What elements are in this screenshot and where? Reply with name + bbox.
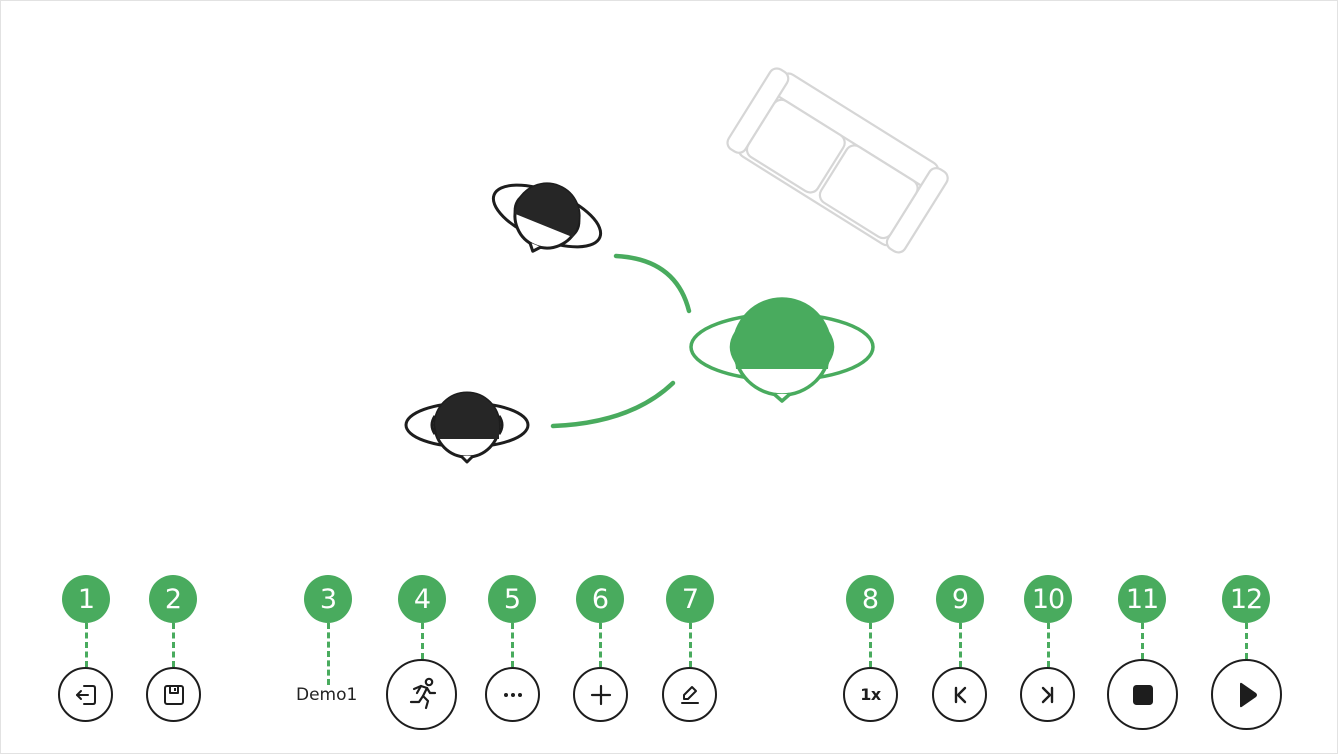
pencil-icon xyxy=(680,685,699,704)
play-button[interactable] xyxy=(1211,659,1282,730)
actor-figure-selected[interactable] xyxy=(689,297,875,403)
callout-leader-11 xyxy=(1140,623,1144,659)
callout-9: 9 xyxy=(936,575,984,623)
callout-leader-6 xyxy=(598,623,602,667)
callout-1: 1 xyxy=(62,575,110,623)
sofa-furniture[interactable] xyxy=(724,64,951,256)
callout-leader-12 xyxy=(1244,623,1248,659)
floppy-disk-icon xyxy=(163,684,184,705)
speed-label: 1x xyxy=(860,685,881,704)
callout-8: 8 xyxy=(846,575,894,623)
callout-leader-1 xyxy=(84,623,88,667)
callout-6: 6 xyxy=(576,575,624,623)
more-dots-icon xyxy=(503,692,522,697)
callout-5: 5 xyxy=(488,575,536,623)
callout-leader-5 xyxy=(510,623,514,667)
speed-button[interactable]: 1x xyxy=(843,667,898,722)
callout-leader-9 xyxy=(958,623,962,667)
skip-to-end-button[interactable] xyxy=(1020,667,1075,722)
scene-name-label: Demo1 xyxy=(296,685,358,705)
skip-to-start-icon xyxy=(954,686,966,703)
stage-canvas xyxy=(404,64,951,464)
callout-2: 2 xyxy=(149,575,197,623)
save-button[interactable] xyxy=(146,667,201,722)
running-person-icon xyxy=(409,677,436,709)
exit-icon xyxy=(75,684,96,705)
exit-button[interactable] xyxy=(58,667,113,722)
callout-leader-4 xyxy=(420,623,424,659)
callout-7: 7 xyxy=(666,575,714,623)
callout-leader-3 xyxy=(326,623,330,685)
actor-figure-lower[interactable] xyxy=(404,391,530,464)
actor-figure-upper[interactable] xyxy=(480,165,612,273)
callout-leader-2 xyxy=(171,623,175,667)
callout-3: 3 xyxy=(304,575,352,623)
callout-11: 11 xyxy=(1118,575,1166,623)
stop-button[interactable] xyxy=(1107,659,1178,730)
callout-10: 10 xyxy=(1024,575,1072,623)
skip-to-start-button[interactable] xyxy=(932,667,987,722)
more-button[interactable] xyxy=(485,667,540,722)
play-icon xyxy=(1239,682,1257,707)
edit-button[interactable] xyxy=(662,667,717,722)
callout-12: 12 xyxy=(1222,575,1270,623)
movement-path-lower[interactable] xyxy=(550,380,676,429)
callout-leader-7 xyxy=(688,623,692,667)
callout-4: 4 xyxy=(398,575,446,623)
movement-path-upper[interactable] xyxy=(613,253,692,314)
animate-button[interactable] xyxy=(386,659,457,730)
plus-icon xyxy=(590,684,611,705)
add-button[interactable] xyxy=(573,667,628,722)
stop-icon xyxy=(1132,684,1153,705)
skip-to-end-icon xyxy=(1041,686,1053,703)
callout-leader-10 xyxy=(1046,623,1050,667)
callout-leader-8 xyxy=(868,623,872,667)
